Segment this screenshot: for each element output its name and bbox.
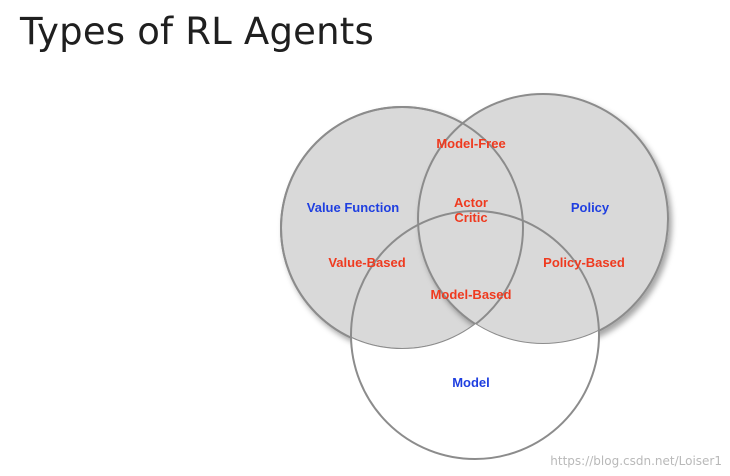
label-value-based: Value-Based (328, 255, 405, 270)
model-circle (350, 210, 600, 460)
label-policy: Policy (571, 200, 610, 215)
slide-title: Types of RL Agents (20, 10, 374, 53)
label-actor: Actor (454, 195, 488, 210)
label-value-function: Value Function (307, 200, 400, 215)
label-model: Model (452, 375, 490, 390)
value-function-outline (280, 106, 524, 350)
label-policy-based: Policy-Based (543, 255, 625, 270)
label-critic: Critic (454, 210, 487, 225)
label-model-free: Model-Free (436, 136, 505, 151)
label-model-based: Model-Based (431, 287, 512, 302)
watermark: https://blog.csdn.net/Loiser1 (550, 454, 722, 468)
